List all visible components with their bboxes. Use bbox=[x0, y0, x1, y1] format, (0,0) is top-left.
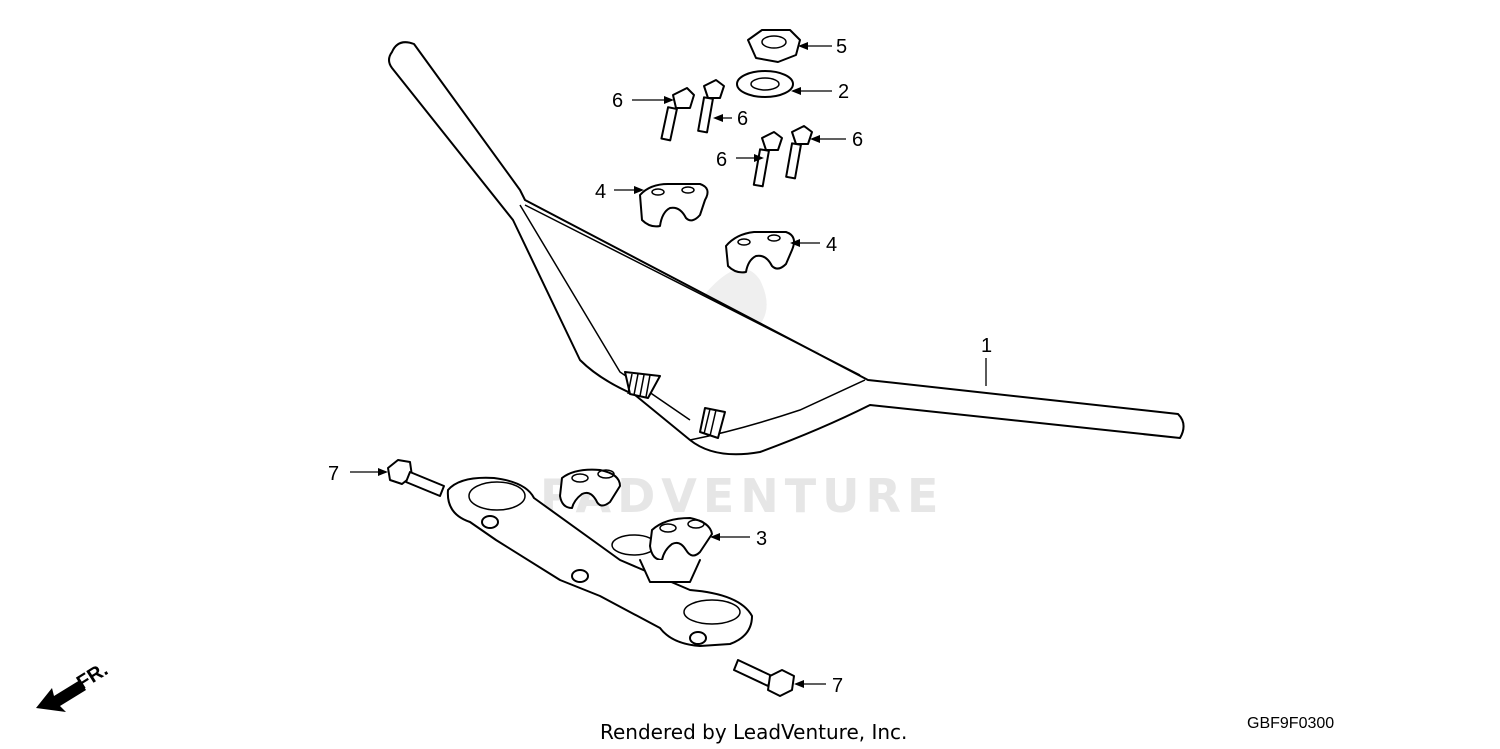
holder-right[interactable] bbox=[725, 231, 795, 274]
knurl-band-right bbox=[699, 407, 726, 439]
knurl-band-left bbox=[624, 371, 661, 399]
bolt-d[interactable] bbox=[785, 125, 813, 180]
front-arrow-icon bbox=[36, 680, 86, 712]
callout-upper-bridge: 3 bbox=[756, 528, 767, 550]
callout-holder-right: 4 bbox=[826, 234, 837, 256]
handlebar[interactable] bbox=[388, 41, 1185, 456]
diagram-code: GBF9F0300 bbox=[1247, 715, 1334, 732]
callout-bolt-d: 6 bbox=[852, 129, 863, 151]
front-direction-indicator: FR. bbox=[36, 659, 112, 712]
callout-bolt-c: 6 bbox=[716, 149, 727, 171]
bolt-bridge-lower[interactable] bbox=[733, 659, 795, 697]
upper-bridge[interactable] bbox=[446, 468, 753, 647]
callout-bolt-bridge-upper: 7 bbox=[328, 463, 339, 485]
washer[interactable] bbox=[736, 70, 794, 98]
callout-bolt-b: 6 bbox=[737, 108, 748, 130]
render-credit: Rendered by LeadVenture, Inc. bbox=[600, 720, 907, 744]
callout-bolt-a: 6 bbox=[612, 90, 623, 112]
callout-labels: 1 5 2 6 6 6 6 4 4 3 7 7 bbox=[328, 36, 992, 697]
callout-holder-left: 4 bbox=[595, 181, 606, 203]
nut[interactable] bbox=[747, 29, 801, 63]
holder-left[interactable] bbox=[639, 183, 709, 228]
bolt-c[interactable] bbox=[752, 131, 783, 188]
callout-washer: 2 bbox=[838, 81, 849, 103]
bolt-a[interactable] bbox=[660, 87, 695, 142]
callout-bolt-bridge-lower: 7 bbox=[832, 675, 843, 697]
leader-lines bbox=[350, 42, 987, 688]
callout-nut: 5 bbox=[836, 36, 847, 58]
bolt-b[interactable] bbox=[697, 79, 725, 134]
callout-handlebar: 1 bbox=[981, 335, 992, 357]
bolt-bridge-upper[interactable] bbox=[387, 459, 445, 497]
